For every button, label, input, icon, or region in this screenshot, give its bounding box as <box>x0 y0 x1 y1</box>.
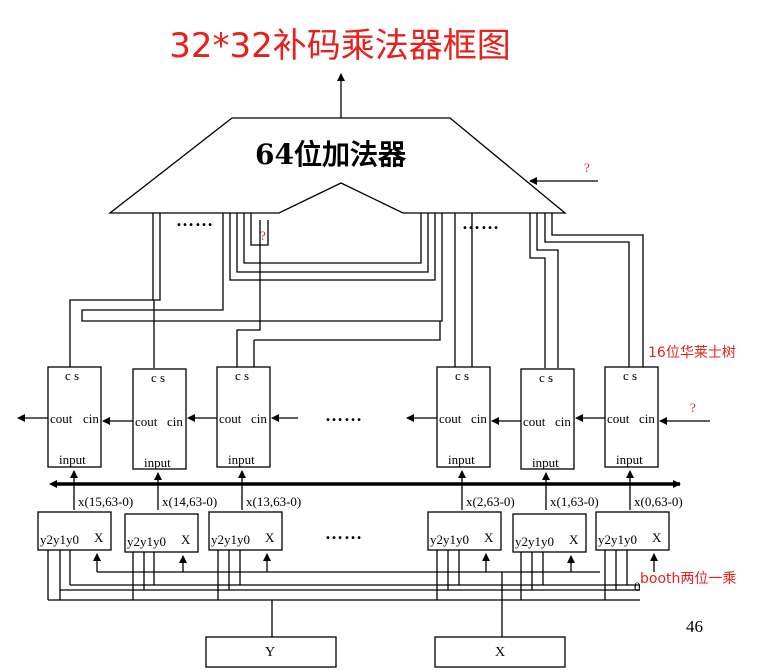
x-input-label: X <box>495 645 506 660</box>
csa-input-label: input <box>616 452 643 467</box>
zero-label: 0 <box>634 579 641 594</box>
csa-cout-label: cout <box>135 414 158 429</box>
bus-label: x(13,63-0) <box>246 494 302 509</box>
csa-cin-label: cin <box>639 411 655 426</box>
csa-cs-label: c s <box>235 368 250 383</box>
adder-label: 64位加法器 <box>255 138 406 171</box>
bus-label: x(0,63-0) <box>634 494 683 509</box>
adder-ellipsis-left: …… <box>176 210 214 230</box>
csa-cin-label: cin <box>471 411 487 426</box>
adder-carry-question: ? <box>584 160 590 175</box>
wire-question: ? <box>260 228 266 243</box>
bus-label: x(2,63-0) <box>466 494 515 509</box>
csa-box-1 <box>520 368 575 470</box>
csa-cout-label: cout <box>219 411 242 426</box>
csa-input-label: input <box>59 452 86 467</box>
csa-input-label: input <box>448 452 475 467</box>
adder-ellipsis-right: …… <box>462 213 500 233</box>
booth-box-2 <box>427 511 502 551</box>
x-input-box <box>434 636 566 668</box>
y-input-label: Y <box>265 645 276 660</box>
booth-y-label: y2y1y0 <box>211 532 250 547</box>
csa-cs-label: c s <box>151 370 166 385</box>
csa-box-2 <box>436 366 491 468</box>
csa-cout-label: cout <box>50 411 73 426</box>
adder-shape <box>108 117 567 214</box>
booth-y-label: y2y1y0 <box>598 532 637 547</box>
booth-box-15 <box>37 511 112 551</box>
cin-question: ? <box>690 400 696 415</box>
csa-cs-label: c s <box>455 368 470 383</box>
booth-box-0 <box>595 511 670 551</box>
csa-cin-label: cin <box>167 414 183 429</box>
booth-y-label: y2y1y0 <box>40 532 79 547</box>
csa-box-14 <box>132 368 187 470</box>
csa-cout-label: cout <box>439 411 462 426</box>
booth-label: booth两位一乘 <box>640 571 737 587</box>
csa-cin-label: cin <box>83 411 99 426</box>
csa-cs-label: c s <box>623 368 638 383</box>
csa-cout-label: cout <box>523 414 546 429</box>
booth-box-1 <box>512 513 587 553</box>
csa-input-label: input <box>144 455 171 470</box>
booth-ellipsis: …… <box>325 523 363 543</box>
booth-y-label: y2y1y0 <box>430 532 469 547</box>
csa-cin-label: cin <box>555 414 571 429</box>
booth-box-13 <box>208 511 283 551</box>
booth-x-label: X <box>484 530 494 545</box>
booth-x-label: X <box>652 530 662 545</box>
bus-label: x(1,63-0) <box>550 494 599 509</box>
csa-cs-label: c s <box>65 368 80 383</box>
wallace-tree-label: 16位华莱士树 <box>648 345 736 361</box>
csa-ellipsis: …… <box>325 405 363 425</box>
csa-input-label: input <box>532 455 559 470</box>
booth-x-label: X <box>181 532 191 547</box>
csa-cout-label: cout <box>607 411 630 426</box>
csa-input-label: input <box>228 452 255 467</box>
csa-cin-label: cin <box>251 411 267 426</box>
bus-label: x(15,63-0) <box>78 494 134 509</box>
diagram-title: 32*32补码乘法器框图 <box>169 26 511 66</box>
csa-box-15 <box>47 366 102 468</box>
booth-x-label: X <box>94 530 104 545</box>
booth-x-label: X <box>265 530 275 545</box>
booth-y-label: y2y1y0 <box>127 534 166 549</box>
booth-y-label: y2y1y0 <box>515 534 554 549</box>
booth-x-label: X <box>569 532 579 547</box>
booth-box-14 <box>124 513 199 553</box>
page-number: 46 <box>686 617 703 636</box>
y-input-box <box>205 636 337 668</box>
csa-cs-label: c s <box>539 370 554 385</box>
bus-label: x(14,63-0) <box>162 494 218 509</box>
csa-box-13 <box>216 366 271 468</box>
csa-box-0 <box>604 366 659 468</box>
